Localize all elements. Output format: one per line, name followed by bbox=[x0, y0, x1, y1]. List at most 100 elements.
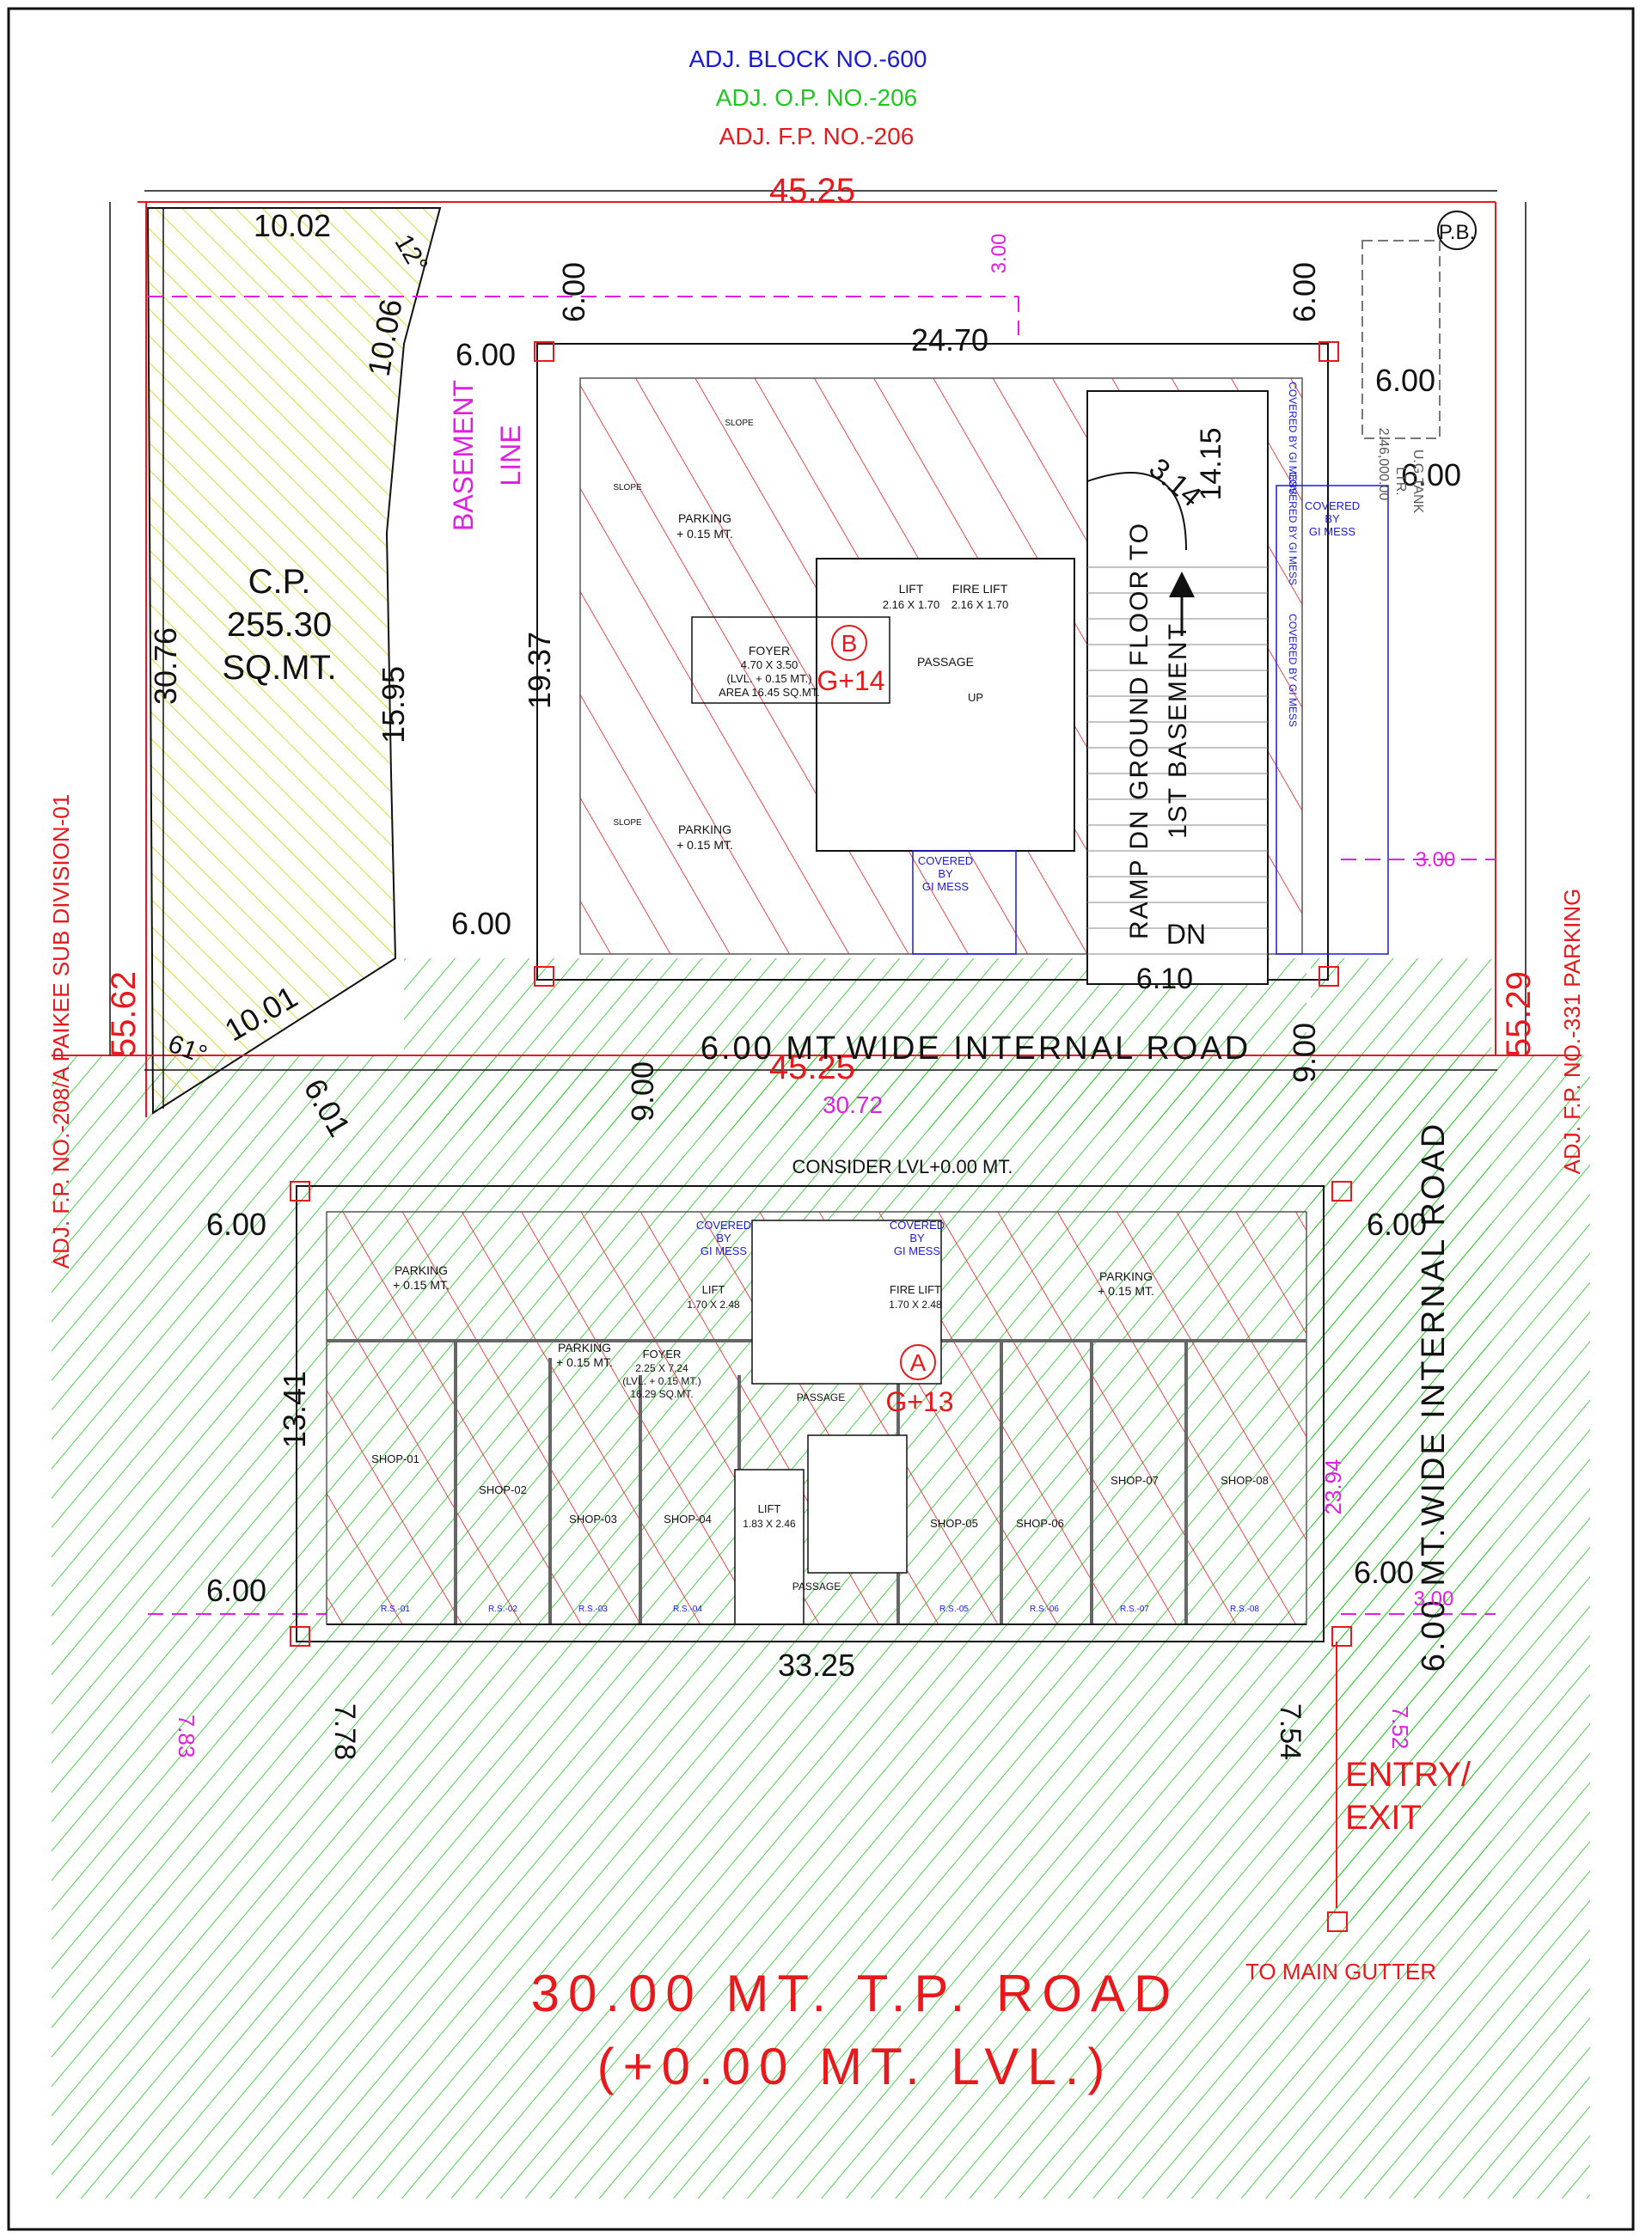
ramp-label-2: 1ST BASEMENT bbox=[1164, 622, 1192, 839]
b-right-margin: 6.00 bbox=[1375, 363, 1435, 398]
rs-07: R.S.-07 bbox=[1120, 1605, 1149, 1614]
sheet-border bbox=[7, 7, 1635, 2231]
right-height: 55.29 bbox=[1500, 971, 1538, 1057]
rs-06: R.S.-06 bbox=[1030, 1605, 1059, 1614]
ramp-dn: DN bbox=[1166, 919, 1206, 950]
rs-03: R.S.-03 bbox=[578, 1605, 608, 1614]
b-width: 24.70 bbox=[911, 322, 988, 358]
shop-06: SHOP-06 bbox=[1016, 1517, 1064, 1530]
texts: ADJ. BLOCK NO.-600 ADJ. O.P. NO.-206 ADJ… bbox=[48, 46, 1585, 2095]
internal-road-vertical-label: 6.00 MT.WIDE INTERNAL ROAD bbox=[1416, 1122, 1452, 1672]
block-a-outline bbox=[296, 1185, 1325, 1642]
cp-left-dim: 30.76 bbox=[148, 627, 183, 705]
cp-label-3: SQ.MT. bbox=[222, 649, 336, 687]
a-gi-1: GI MESS bbox=[701, 1244, 748, 1257]
a-passage-2: PASSAGE bbox=[792, 1581, 841, 1593]
a-lift2: LIFT bbox=[758, 1502, 781, 1515]
b-covered-gi-right-2: BY bbox=[1325, 512, 1340, 525]
b-parking-1b: + 0.15 MT. bbox=[676, 527, 733, 541]
b-covered-vert-1: COVERED BY GI MESS bbox=[1287, 382, 1299, 495]
b-gi-covered: COVERED bbox=[918, 854, 973, 867]
b-parking-1: PARKING bbox=[678, 511, 731, 525]
cp-label-2: 255.30 bbox=[227, 606, 332, 644]
ramp-lines bbox=[1087, 566, 1268, 955]
front-left-far-dim: 7.83 bbox=[174, 1715, 199, 1758]
b-up: UP bbox=[968, 691, 983, 704]
block-a-lift2 bbox=[734, 1469, 805, 1625]
b-setback-top-right: 6.00 bbox=[1287, 262, 1322, 322]
b-lift-size: 2.16 X 1.70 bbox=[883, 598, 940, 611]
b-lift: LIFT bbox=[899, 582, 924, 596]
ug-tank-1: 2.46,000.00 bbox=[1376, 428, 1391, 501]
ramp-curve bbox=[1086, 472, 1187, 551]
shop-03: SHOP-03 bbox=[569, 1513, 617, 1526]
entry-label-1: ENTRY/ bbox=[1345, 1756, 1472, 1794]
shop-08: SHOP-08 bbox=[1221, 1474, 1269, 1487]
internal-road-area bbox=[404, 958, 1306, 1130]
b-fire-lift: FIRE LIFT bbox=[952, 582, 1008, 596]
adj-fp-label: ADJ. F.P. NO.-206 bbox=[719, 123, 915, 150]
shop-04: SHOP-04 bbox=[664, 1513, 712, 1526]
block-b-foyer bbox=[691, 616, 890, 704]
a-gi-2: GI MESS bbox=[894, 1244, 941, 1257]
a-foyer-area: 16.29 SQ.MT. bbox=[630, 1388, 693, 1400]
a-parking-1: PARKING bbox=[395, 1263, 448, 1277]
ug-tank bbox=[1361, 240, 1441, 439]
b-height: 19.37 bbox=[522, 632, 557, 709]
b-letter: B bbox=[841, 630, 858, 657]
ramp-label-1: RAMP DN GROUND FLOOR TO bbox=[1125, 522, 1153, 939]
rs-04: R.S.-04 bbox=[673, 1605, 702, 1614]
b-floors: G+14 bbox=[817, 665, 884, 696]
ug-tank-3: U.G.TANK bbox=[1410, 449, 1425, 514]
gi-mess-box-b2 bbox=[1276, 485, 1389, 955]
a-parking-2b: + 0.15 MT. bbox=[556, 1355, 613, 1369]
rs-02: R.S.-02 bbox=[488, 1605, 517, 1614]
block-a-stair2 bbox=[807, 1434, 908, 1574]
b-parking-2b: + 0.15 MT. bbox=[676, 838, 733, 852]
pb-circle bbox=[1437, 211, 1477, 250]
road-right-dim: 9.00 bbox=[1287, 1023, 1322, 1083]
a-parking-1b: + 0.15 MT. bbox=[393, 1278, 450, 1292]
tp-road-label-1: 30.00 MT. T.P. ROAD bbox=[531, 1965, 1180, 2022]
a-parking-2: PARKING bbox=[558, 1341, 611, 1354]
bottom-width: 45.25 bbox=[769, 1049, 855, 1086]
b-slope-2: SLOPE bbox=[613, 483, 642, 492]
front-left-dim: 7.78 bbox=[328, 1703, 361, 1760]
gi-mess-box-b bbox=[912, 850, 1017, 955]
a-foyer-lvl: (LVL. + 0.15 MT.) bbox=[622, 1375, 701, 1387]
top-offset-dim: 3.00 bbox=[988, 234, 1011, 274]
b-covered-gi-right-1: COVERED bbox=[1305, 499, 1360, 512]
ramp-bottom-dim: 6.10 bbox=[1136, 963, 1193, 995]
shop-01: SHOP-01 bbox=[371, 1452, 419, 1465]
adj-op-label: ADJ. O.P. NO.-206 bbox=[716, 84, 917, 111]
b-foyer-lvl: (LVL. + 0.15 MT.) bbox=[726, 672, 811, 685]
a-letter: A bbox=[910, 1349, 927, 1376]
left-side-label: ADJ. F.P. NO.-208/A PAIKEE SUB DIVISION-… bbox=[48, 794, 74, 1269]
b-parking-2: PARKING bbox=[678, 822, 731, 836]
b-foyer-size: 4.70 X 3.50 bbox=[741, 658, 798, 671]
a-lift2-size: 1.83 X 2.46 bbox=[743, 1518, 796, 1530]
shop-07: SHOP-07 bbox=[1111, 1474, 1159, 1487]
a-foyer: FOYER bbox=[643, 1348, 682, 1361]
right-offset-dim: 3.00 bbox=[1416, 848, 1456, 871]
block-b-outline bbox=[536, 343, 1329, 981]
b-covered-gi-right-3: GI MESS bbox=[1309, 525, 1356, 538]
dimension-lines bbox=[109, 190, 1527, 1109]
b-passage: PASSAGE bbox=[917, 655, 974, 669]
a-covered-2: COVERED bbox=[890, 1219, 945, 1232]
a-left-top-dim: 6.00 bbox=[206, 1207, 266, 1242]
front-right-far-dim: 7.52 bbox=[1387, 1706, 1413, 1750]
ug-tank-2: LTR. bbox=[1393, 467, 1408, 495]
a-right-top-dim: 6.00 bbox=[1367, 1207, 1427, 1242]
a-left-bottom-dim: 6.00 bbox=[206, 1573, 266, 1608]
shop-02: SHOP-02 bbox=[479, 1483, 527, 1496]
a-floors: G+13 bbox=[885, 1386, 953, 1417]
a-foyer-size: 2.25 X 7.24 bbox=[635, 1362, 688, 1374]
consider-lvl: CONSIDER LVL+0.00 MT. bbox=[792, 1156, 1013, 1177]
a-lift-size: 1.70 X 2.48 bbox=[687, 1299, 740, 1311]
rs-05: R.S.-05 bbox=[939, 1605, 969, 1614]
adj-block-label: ADJ. BLOCK NO.-600 bbox=[689, 46, 927, 72]
shop-05: SHOP-05 bbox=[930, 1517, 978, 1530]
basement-line-1: BASEMENT bbox=[448, 380, 479, 531]
road-side-length-dim: 23.94 bbox=[1320, 1458, 1346, 1514]
